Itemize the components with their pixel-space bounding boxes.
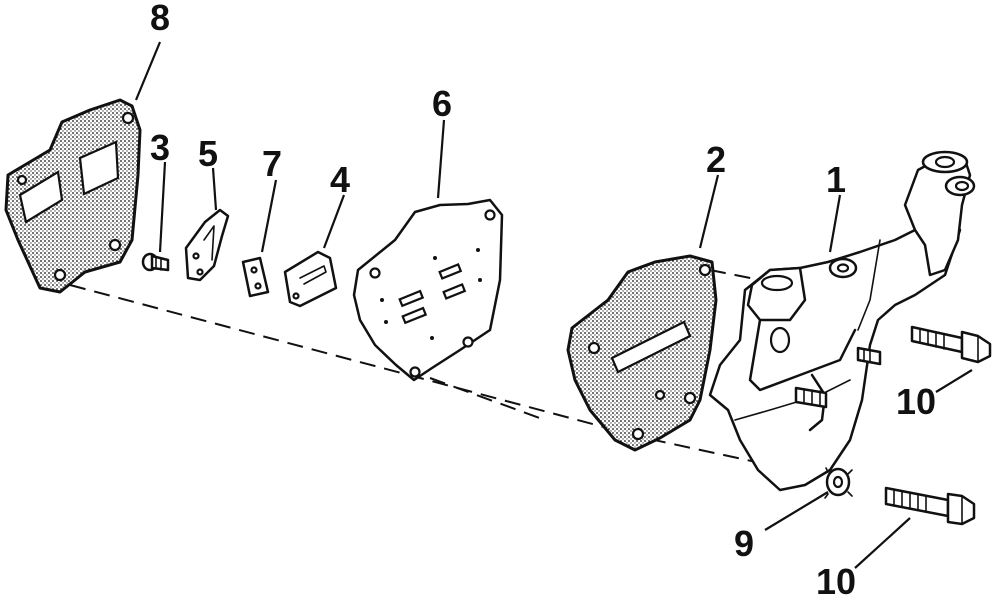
part-4-reed — [283, 250, 338, 308]
callout-8: 8 — [150, 0, 170, 38]
callout-4: 4 — [330, 159, 350, 200]
part-3-screw — [141, 252, 170, 272]
part-10-lower-bolt — [884, 486, 976, 526]
callout-1: 1 — [826, 159, 846, 200]
part-7-retainer — [241, 256, 270, 298]
callout-6: 6 — [432, 83, 452, 124]
callout-3: 3 — [150, 127, 170, 168]
part-10-upper-bolt — [910, 325, 992, 364]
alignment-lines — [69, 269, 771, 466]
callout-10-upper: 10 — [896, 381, 936, 422]
part-5-reed-stop — [184, 208, 230, 282]
callout-7: 7 — [262, 143, 282, 184]
part-9-lock-washer — [824, 467, 853, 499]
callout-labels: 8 3 5 7 4 6 2 1 10 9 10 — [150, 0, 936, 599]
callout-9: 9 — [734, 523, 754, 564]
part-8-gasket — [4, 98, 142, 294]
callout-2: 2 — [706, 139, 726, 180]
leader-lines — [134, 41, 973, 569]
part-1-housing — [708, 150, 976, 492]
part-2-gasket — [566, 254, 718, 452]
callout-10-lower: 10 — [816, 561, 856, 599]
callout-5: 5 — [198, 133, 218, 174]
part-6-reed-plate — [352, 198, 504, 382]
